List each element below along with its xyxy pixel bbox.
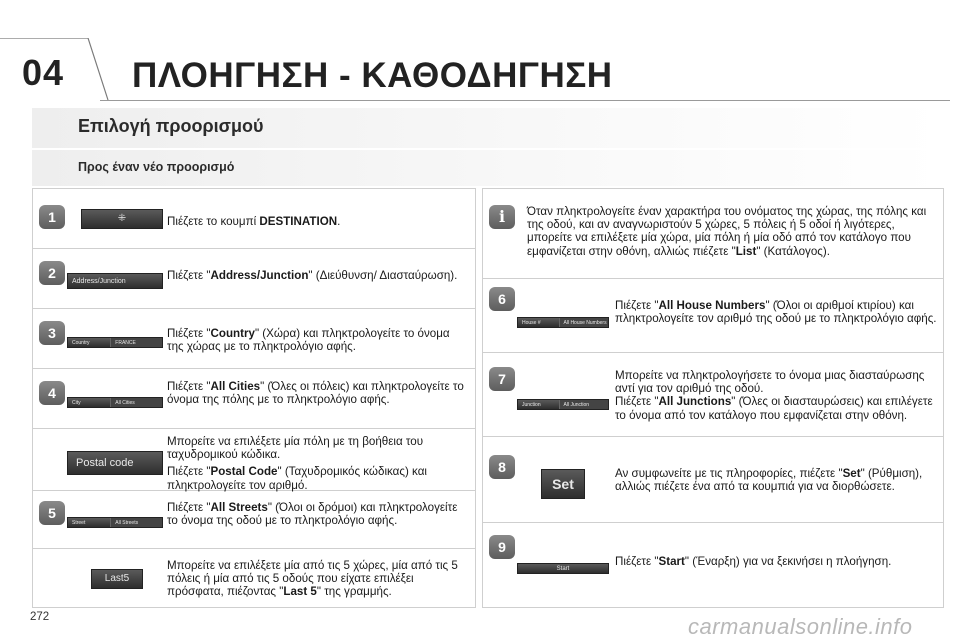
step-8-text: Αν συμφωνείτε με τις πληροφορίες, πιέζετ… — [615, 467, 923, 494]
step-7-text: Μπορείτε να πληκτρολογήσετε το όνομα μια… — [615, 369, 933, 422]
set-button-image: Set — [541, 469, 585, 499]
step-8: 8 Set Αν συμφωνείτε με τις πληροφορίες, … — [483, 437, 943, 523]
info-text: Όταν πληκτρολογείτε έναν χαρακτήρα του ο… — [527, 205, 927, 258]
step-6-text: Πιέζετε "All House Numbers" (Όλοι οι αρι… — [615, 299, 937, 326]
left-column: 1 ⁜ Πιέζετε το κουμπί DESTINATION. 2 Add… — [32, 188, 476, 608]
page-number: 272 — [30, 611, 50, 623]
section-band — [32, 108, 944, 148]
step-3-text: Πιέζετε "Country" (Χώρα) και πληκτρολογε… — [167, 327, 450, 354]
step-badge-2: 2 — [39, 261, 65, 285]
chapter-title: ΠΛΟΗΓΗΣΗ - ΚΑΘΟΔΗΓΗΣΗ — [132, 56, 613, 95]
step-2: 2 Address/Junction Πιέζετε "Address/Junc… — [33, 249, 475, 309]
house-number-field-image: House #All House Numbers — [517, 317, 609, 328]
step-postal-code-text: Μπορείτε να επιλέξετε μία πόλη με τη βοή… — [167, 435, 427, 492]
step-6: 6 House #All House Numbers Πιέζετε "All … — [483, 279, 943, 353]
destination-button-image: ⁜ — [81, 209, 163, 229]
step-last5: Last5 Μπορείτε να επιλέξετε μία από τις … — [33, 549, 475, 607]
step-badge-7: 7 — [489, 367, 515, 391]
step-9: 9 Start Πιέζετε "Start" (Έναρξη) για να … — [483, 523, 943, 607]
step-postal-code: Postal code Μπορείτε να επιλέξετε μία πό… — [33, 429, 475, 492]
step-badge-3: 3 — [39, 321, 65, 345]
step-badge-1: 1 — [39, 205, 65, 229]
subsection-title: Προς έναν νέο προορισμό — [78, 160, 235, 174]
right-column: i Όταν πληκτρολογείτε έναν χαρακτήρα του… — [482, 188, 944, 608]
step-last5-text: Μπορείτε να επιλέξετε μία από τις 5 χώρε… — [167, 559, 458, 599]
step-4-text: Πιέζετε "All Cities" (Όλες οι πόλεις) κα… — [167, 380, 464, 407]
postal-code-button-image: Postal code — [67, 451, 163, 475]
address-junction-image: Address/Junction — [67, 273, 163, 289]
section-title: Επιλογή προορισμού — [78, 116, 264, 136]
step-1-text: Πιέζετε το κουμπί DESTINATION. — [167, 215, 341, 228]
step-2-text: Πιέζετε "Address/Junction" (Διεύθυνση/ Δ… — [167, 269, 458, 282]
step-5-text: Πιέζετε "All Streets" (Όλοι οι δρόμοι) κ… — [167, 501, 458, 528]
watermark: carmanualsonline.info — [688, 614, 913, 639]
last5-button-image: Last5 — [91, 569, 143, 589]
subsection-band — [32, 150, 944, 186]
step-badge-4: 4 — [39, 381, 65, 405]
start-button-image: Start — [517, 563, 609, 574]
header-divider — [100, 100, 950, 101]
step-badge-6: 6 — [489, 287, 515, 311]
step-1: 1 ⁜ Πιέζετε το κουμπί DESTINATION. — [33, 189, 475, 249]
chapter-tab — [0, 38, 112, 108]
chapter-tab-shape — [0, 38, 109, 101]
step-badge-5: 5 — [39, 501, 65, 525]
info-icon: i — [489, 205, 515, 229]
step-badge-8: 8 — [489, 455, 515, 479]
info-note: i Όταν πληκτρολογείτε έναν χαρακτήρα του… — [483, 189, 943, 279]
step-badge-9: 9 — [489, 535, 515, 559]
step-9-text: Πιέζετε "Start" (Έναρξη) για να ξεκινήσε… — [615, 555, 892, 568]
chapter-number: 04 — [22, 52, 65, 93]
